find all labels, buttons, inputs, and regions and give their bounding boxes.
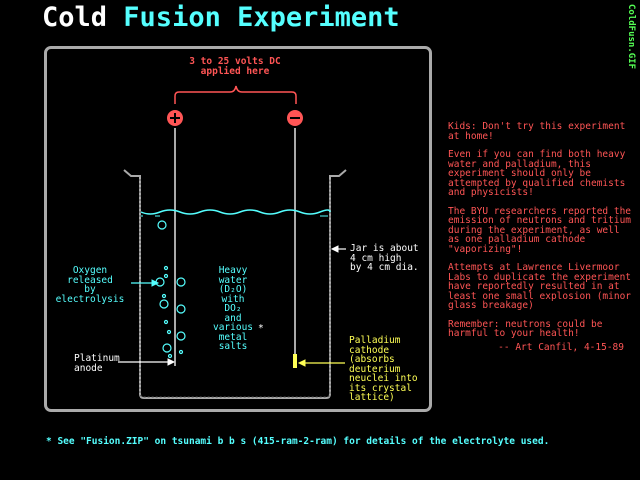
palladium-arrow: [297, 359, 345, 367]
note-byu: The BYU researchers reported the emissio…: [448, 205, 632, 255]
palladium-cathode-label: Palladium cathode (absorbs deuterium neu…: [349, 335, 418, 403]
platinum-anode-label: Platinum anode: [74, 353, 120, 374]
diagram-panel: [44, 46, 432, 412]
water-surface: [140, 209, 331, 215]
oxygen-arrow: [131, 279, 160, 287]
notes-column: Kids: Don't try this experiment at home!…: [448, 122, 634, 352]
title-fusion-experiment: Fusion Experiment: [123, 2, 400, 33]
signature: -- Art Canfil, 4-15-89: [498, 341, 624, 353]
side-filename-label: ColdFusn.GIF: [626, 4, 636, 70]
note-qualified: Even if you can find both heavy water an…: [448, 149, 626, 198]
platinum-arrow: [118, 358, 176, 366]
oxygen-label: Oxygen released by electrolysis: [55, 265, 125, 305]
palladium-cathode-bar: [293, 354, 297, 368]
footnote: * See "Fusion.ZIP" on tsunami b b s (415…: [46, 436, 550, 447]
voltage-bracket: [174, 85, 297, 104]
note-livermore: Attempts at Lawrence Livermoor Labs to d…: [448, 262, 632, 311]
title-cold: Cold: [42, 2, 108, 33]
note-neutrons: Remember: neutrons could be harmful to y…: [448, 318, 603, 339]
beaker-outline: [123, 169, 347, 399]
jar-size-label: Jar is about 4 cm high by 4 cm dia.: [350, 243, 419, 273]
voltage-label: 3 to 25 volts DC applied here: [189, 56, 281, 77]
note-kids: Kids: Don't try this experiment at home!: [448, 121, 626, 142]
jar-arrow: [330, 245, 346, 253]
oxygen-bubbles: [155, 220, 186, 359]
heavy-water-label: Heavy water (D₂O) with DO₂ and various m…: [212, 265, 254, 352]
asterisk-mark: *: [258, 323, 264, 334]
page-title: Cold Fusion Experiment: [42, 2, 400, 33]
